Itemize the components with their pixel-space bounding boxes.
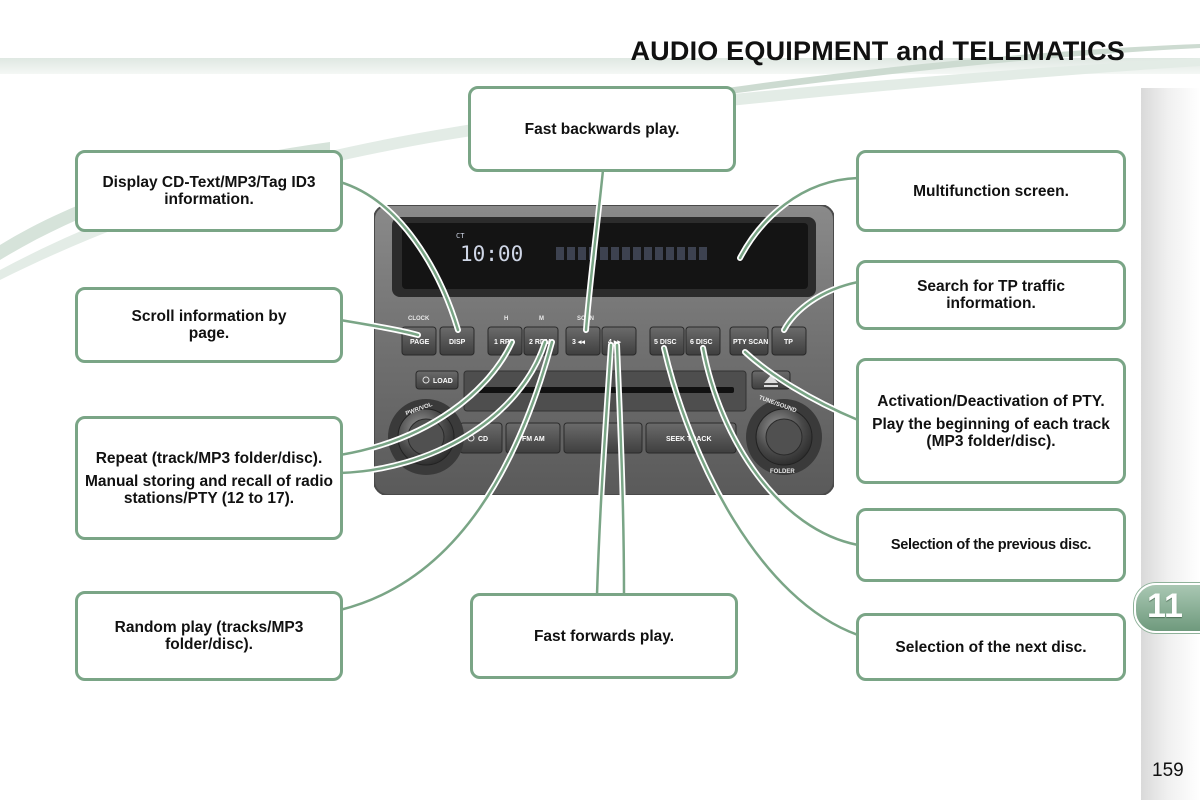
callout-fast-fwd: Fast forwards play. [470, 593, 738, 679]
folder-label: FOLDER [770, 469, 795, 475]
page-number: 159 [1152, 760, 1184, 781]
svg-text:1 RPT: 1 RPT [494, 339, 515, 346]
callout-multifunction: Multifunction screen. [856, 150, 1126, 232]
blank-button[interactable] [563, 422, 643, 454]
callout-manual-text: Manual storing and recall of radio stati… [84, 472, 334, 507]
cd-slot-opening [478, 387, 734, 393]
svg-text:LOAD: LOAD [433, 378, 453, 385]
display-clock: 10:00 [460, 242, 523, 266]
callout-fast-back: Fast backwards play. [468, 86, 736, 172]
svg-text:6 DISC: 6 DISC [690, 339, 713, 346]
disp-button[interactable]: DISP [439, 326, 475, 356]
preset-6-disc-button[interactable]: 6 DISC [685, 326, 721, 356]
callout-play-beginning-text: Play the beginning of each track (MP3 fo… [872, 415, 1110, 450]
callout-tp: Search for TP traffic information. [856, 260, 1126, 330]
callout-prev-disc-text: Selection of the previous disc. [890, 536, 1092, 553]
callout-random: Random play (tracks/MP3 folder/disc). [75, 591, 343, 681]
label-clock: CLOCK [408, 316, 430, 322]
svg-text:PTY SCAN: PTY SCAN [733, 339, 768, 346]
callout-repeat-manual: Repeat (track/MP3 folder/disc). Manual s… [75, 416, 343, 540]
page-button[interactable]: PAGE [401, 326, 437, 356]
seek-track-button[interactable]: SEEK TRACK [645, 422, 737, 454]
page-title: AUDIO EQUIPMENT and TELEMATICS [630, 36, 1125, 66]
callout-pty: Activation/Deactivation of PTY. Play the… [856, 358, 1126, 484]
callout-display-cdtext: Display CD-Text/MP3/Tag ID3 information. [75, 150, 343, 232]
callout-tp-text: Search for TP traffic information. [917, 278, 1065, 312]
svg-text:5 DISC: 5 DISC [654, 339, 677, 346]
display-indicator: CT [456, 232, 465, 240]
svg-text:3 ◂◂: 3 ◂◂ [572, 339, 585, 346]
callout-repeat-text: Repeat (track/MP3 folder/disc). [95, 449, 323, 467]
callout-scroll: Scroll information by page. [75, 287, 343, 363]
pwr-vol-knob[interactable] [388, 399, 464, 475]
cd-button[interactable]: CD [459, 422, 503, 454]
label-h: H [504, 316, 508, 322]
callout-prev-disc: Selection of the previous disc. [856, 508, 1126, 582]
callout-random-text: Random play (tracks/MP3 folder/disc). [114, 619, 304, 653]
radio-unit: CT 10:00 CLOCK H M SCAN PAGE DISP 1 RPT … [374, 205, 834, 495]
callout-multifunction-text: Multifunction screen. [913, 182, 1069, 200]
preset-5-disc-button[interactable]: 5 DISC [649, 326, 685, 356]
preset-2-rdm-button[interactable]: 2 RDM [523, 326, 559, 356]
callout-scroll-text: Scroll information by page. [131, 308, 287, 342]
label-scan: SCAN [577, 316, 594, 322]
callout-next-disc: Selection of the next disc. [856, 613, 1126, 681]
svg-text:SEEK TRACK: SEEK TRACK [666, 436, 712, 443]
callout-fast-back-text: Fast backwards play. [524, 120, 680, 138]
chapter-tab[interactable] [1134, 583, 1200, 633]
preset-1-rpt-button[interactable]: 1 RPT [487, 326, 523, 356]
load-button[interactable]: LOAD [415, 370, 459, 390]
callout-fast-fwd-text: Fast forwards play. [533, 627, 675, 645]
svg-text:4 ▸▸: 4 ▸▸ [608, 339, 621, 346]
callout-pty-text: Activation/Deactivation of PTY. [877, 392, 1105, 410]
fm-am-button[interactable]: FM AM [505, 422, 561, 454]
preset-4-forward-button[interactable]: 4 ▸▸ [601, 326, 637, 356]
tp-button[interactable]: TP [771, 326, 807, 356]
chapter-number: 11 [1147, 587, 1183, 625]
svg-text:DISP: DISP [449, 339, 466, 346]
svg-text:PAGE: PAGE [410, 339, 430, 346]
eject-button[interactable] [751, 370, 791, 390]
tune-sound-knob[interactable] [746, 399, 822, 475]
svg-text:FM AM: FM AM [522, 436, 545, 443]
side-strip [1141, 88, 1200, 800]
preset-3-rewind-button[interactable]: 3 ◂◂ [565, 326, 601, 356]
callout-display-cdtext-text: Display CD-Text/MP3/Tag ID3 information. [102, 174, 316, 208]
callout-next-disc-text: Selection of the next disc. [895, 638, 1087, 656]
svg-text:TP: TP [784, 339, 793, 346]
svg-text:CD: CD [478, 436, 488, 443]
pty-scan-button[interactable]: PTY SCAN [729, 326, 769, 356]
svg-text:2 RDM: 2 RDM [529, 339, 551, 346]
label-m: M [539, 316, 544, 322]
